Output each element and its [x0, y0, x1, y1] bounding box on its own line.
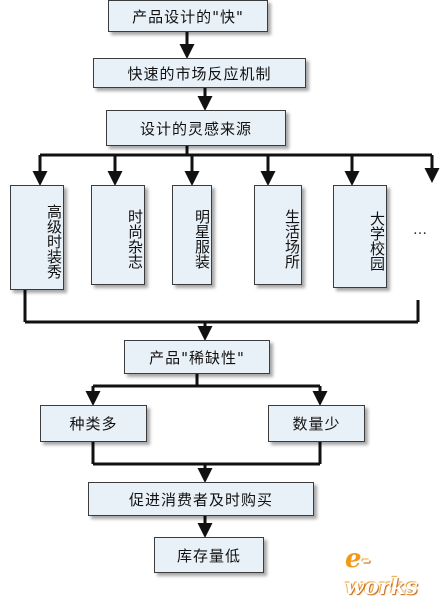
- flowchart: 产品设计的"快" 快速的市场反应机制 设计的灵感来源 高级时装秀 时尚杂志 明星…: [10, 0, 440, 600]
- node-source-university-campus: 大学校园: [333, 185, 387, 288]
- eworks-logo: e-works: [345, 544, 418, 600]
- node-source-celebrity-clothing: 明星服装: [172, 185, 212, 285]
- node-source-living-places: 生活场所: [254, 185, 302, 285]
- node-inspiration-source: 设计的灵感来源: [106, 110, 286, 146]
- node-low-inventory: 库存量低: [154, 537, 264, 573]
- node-market-response: 快速的市场反应机制: [93, 58, 306, 88]
- node-quantity-few: 数量少: [268, 405, 365, 442]
- connector-lines: [23, 32, 440, 538]
- node-product-design-fast: 产品设计的"快": [108, 0, 268, 32]
- more-sources-ellipsis: …: [413, 222, 427, 238]
- node-product-scarcity: 产品"稀缺性": [124, 340, 270, 374]
- node-prompt-purchase: 促进消费者及时购买: [88, 482, 314, 516]
- node-variety-many: 种类多: [40, 405, 147, 442]
- node-source-fashion-show: 高级时装秀: [10, 185, 64, 290]
- node-source-fashion-magazine: 时尚杂志: [91, 185, 145, 285]
